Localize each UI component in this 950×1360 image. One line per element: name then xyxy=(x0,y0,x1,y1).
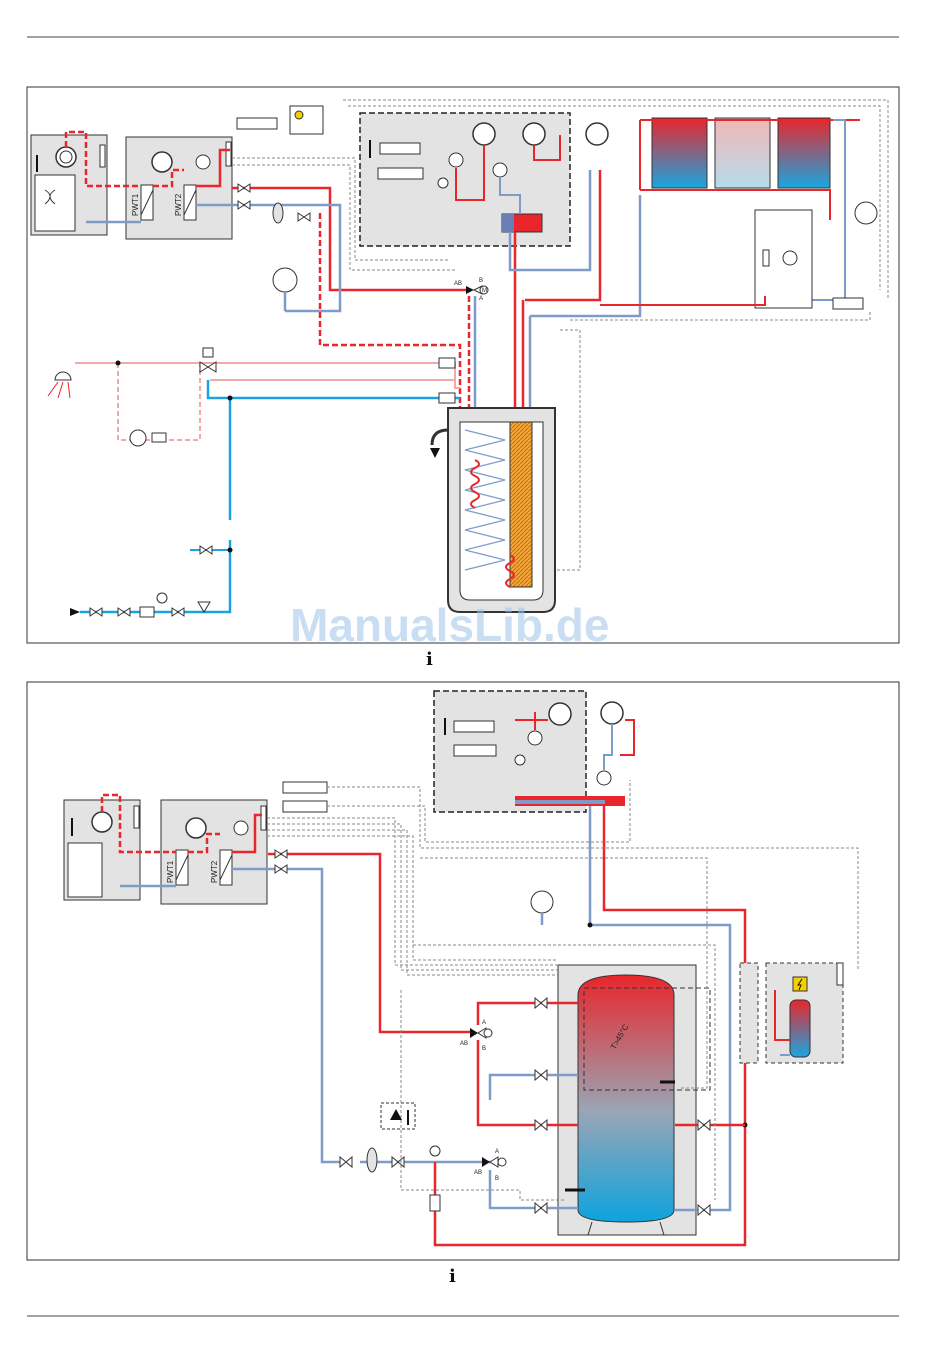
valve-motor-label: M xyxy=(482,288,487,294)
dhw-cylinder xyxy=(430,408,555,612)
valve-b-label: B xyxy=(479,278,483,284)
sun-sensor xyxy=(290,106,323,134)
pwt1-label-2: PWT1 xyxy=(166,860,175,883)
warning-sensor xyxy=(381,1103,415,1129)
solar-station-2 xyxy=(434,691,586,812)
solar-station xyxy=(360,113,570,246)
dhw-circuit xyxy=(75,363,460,612)
watermark: ManualsLib.de xyxy=(290,599,609,651)
info-icon-1: i xyxy=(426,649,433,670)
cold-water-valves xyxy=(90,546,212,617)
valve3-ab-label: AB xyxy=(474,1170,482,1176)
valve3-b-label: B xyxy=(495,1176,499,1182)
valve2-ab-label: AB xyxy=(460,1041,468,1047)
valve2-b-label: B xyxy=(482,1046,486,1052)
pwt1-label: PWT1 xyxy=(131,193,140,216)
expansion-vessel-1 xyxy=(273,268,297,292)
diagram-1: PWT1 PWT2 xyxy=(27,87,899,670)
valve-ab-label: AB xyxy=(454,281,462,287)
circulation-pump xyxy=(130,430,146,446)
diagram-2: PWT1 PWT2 xyxy=(27,682,899,1287)
solar-gauge xyxy=(586,123,608,145)
heat-storage-panels xyxy=(640,118,860,300)
three-way-valve-2: AB A B xyxy=(460,1020,492,1052)
solar-gauge-2 xyxy=(601,702,623,724)
shower-head-icon xyxy=(55,372,71,380)
info-icon-2: i xyxy=(449,1266,456,1287)
outdoor-unit xyxy=(31,135,107,235)
buffer-tank: T>45°C xyxy=(558,965,710,1235)
valve2-a-label: A xyxy=(482,1020,486,1026)
valve-set-1 xyxy=(238,184,310,223)
electric-heater xyxy=(740,963,843,1063)
control-box-1 xyxy=(237,118,277,129)
valve3-a-label: A xyxy=(495,1149,499,1155)
pwt2-label-2: PWT2 xyxy=(210,860,219,883)
indoor-unit: PWT1 PWT2 xyxy=(126,137,232,239)
pwt2-label: PWT2 xyxy=(174,193,183,216)
valve-a-label: A xyxy=(479,296,483,302)
